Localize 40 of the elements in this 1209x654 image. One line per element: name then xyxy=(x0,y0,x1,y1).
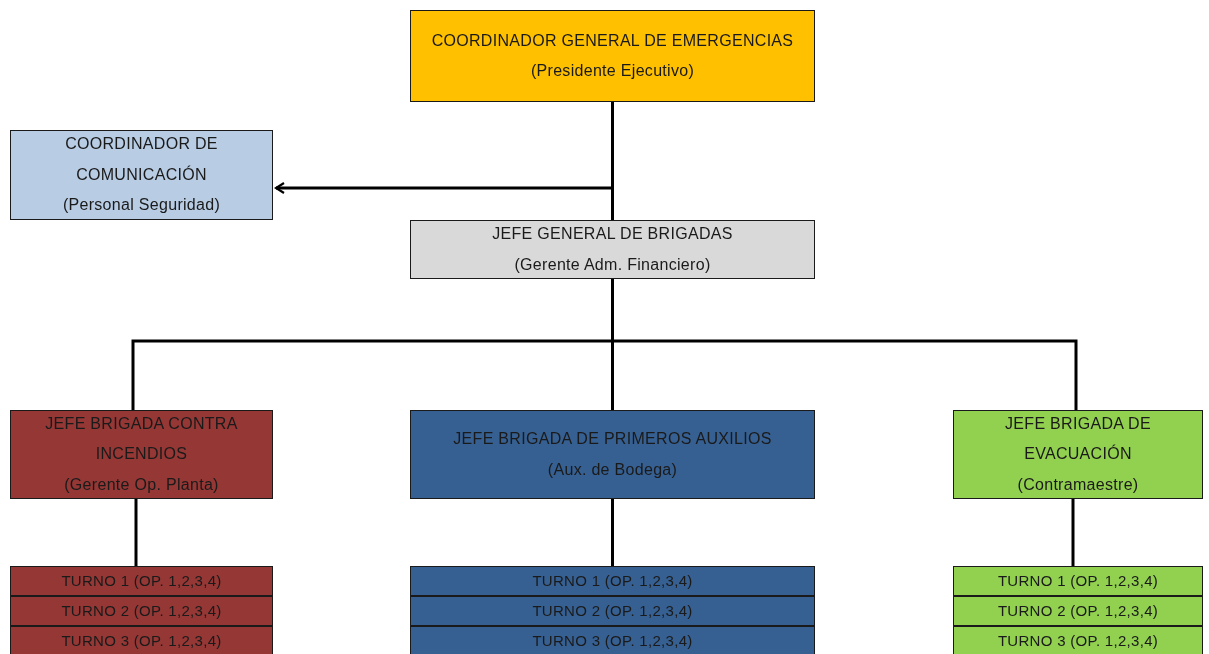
role-box xyxy=(10,130,273,220)
role-box xyxy=(410,220,815,279)
role-box xyxy=(410,10,815,102)
shift-row xyxy=(410,596,815,626)
role-holder: (Aux. de Bodega) xyxy=(547,459,678,480)
role-title: TURNO 3 (OP. 1,2,3,4) xyxy=(532,630,693,651)
role-box xyxy=(410,410,815,499)
role-title: JEFE BRIGADA DE EVACUACIÓN xyxy=(1004,413,1152,465)
shift-row xyxy=(10,626,273,654)
role-holder: (Personal Seguridad) xyxy=(62,195,221,216)
role-title: TURNO 1 (OP. 1,2,3,4) xyxy=(61,570,222,591)
role-holder: (Contramaestre) xyxy=(1017,474,1139,495)
shift-row xyxy=(953,596,1203,626)
shift-row xyxy=(10,566,273,596)
role-title: JEFE BRIGADA CONTRA INCENDIOS xyxy=(44,413,239,465)
role-title: TURNO 2 (OP. 1,2,3,4) xyxy=(997,600,1159,621)
role-title: TURNO 1 (OP. 1,2,3,4) xyxy=(997,570,1159,591)
role-holder: (Gerente Adm. Financiero) xyxy=(514,254,711,275)
role-title: TURNO 3 (OP. 1,2,3,4) xyxy=(61,630,222,651)
role-title: JEFE GENERAL DE BRIGADAS xyxy=(492,224,733,245)
role-title: COORDINADOR GENERAL DE EMERGENCIAS xyxy=(431,30,794,51)
connector-line xyxy=(611,499,614,566)
role-box xyxy=(10,410,273,499)
role-holder: (Gerente Op. Planta) xyxy=(64,474,219,495)
connector-line xyxy=(1071,499,1075,566)
role-title: TURNO 3 (OP. 1,2,3,4) xyxy=(997,630,1159,651)
shift-row xyxy=(410,566,815,596)
role-title: TURNO 2 (OP. 1,2,3,4) xyxy=(532,600,693,621)
role-title: JEFE BRIGADA DE PRIMEROS AUXILIOS xyxy=(453,429,772,450)
shift-row xyxy=(953,626,1203,654)
shift-row xyxy=(953,566,1203,596)
role-title: TURNO 1 (OP. 1,2,3,4) xyxy=(532,570,693,591)
connector-line xyxy=(134,499,138,566)
shift-row xyxy=(410,626,815,654)
role-title: COORDINADOR DE COMUNICACIÓN xyxy=(64,134,219,185)
role-title: TURNO 2 (OP. 1,2,3,4) xyxy=(61,600,222,621)
role-box xyxy=(953,410,1203,499)
role-holder: (Presidente Ejecutivo) xyxy=(530,61,695,81)
shift-row xyxy=(10,596,273,626)
arrow xyxy=(274,102,614,195)
